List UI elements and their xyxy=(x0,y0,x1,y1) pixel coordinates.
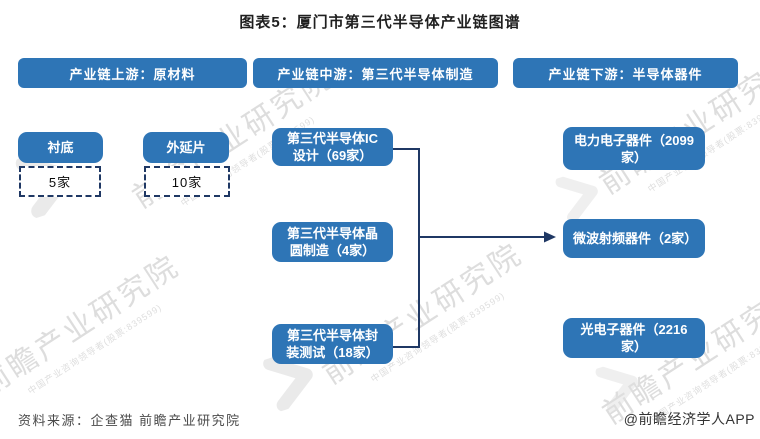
qianzhan-logo-icon xyxy=(595,366,638,413)
header-downstream: 产业链下游：半导体器件 xyxy=(513,58,738,88)
node-epitaxial-wafer-count: 10家 xyxy=(144,166,230,197)
node-epitaxial-wafer: 外延片 xyxy=(143,132,229,163)
watermark-text: 前瞻产业研究院 xyxy=(0,249,186,403)
watermark-subtext: 中国产业咨询领导者(股票:839599) xyxy=(26,302,164,397)
source-note: 资料来源：企查猫 前瞻产业研究院 xyxy=(18,413,241,428)
header-midstream: 产业链中游：第三代半导体制造 xyxy=(253,58,498,88)
app-attribution: @前瞻经济学人APP xyxy=(623,411,755,427)
node-wafer-manufacturing: 第三代半导体晶圆制造（4家） xyxy=(272,222,393,262)
flow-arrow-head xyxy=(544,231,556,243)
node-ic-design: 第三代半导体IC设计（69家） xyxy=(272,128,393,166)
node-substrate-count: 5家 xyxy=(19,166,101,197)
node-optoelectronics: 光电子器件（2216家） xyxy=(563,318,705,358)
node-microwave-rf: 微波射频器件（2家） xyxy=(563,219,705,258)
node-power-electronics: 电力电子器件（2099家） xyxy=(563,127,705,170)
watermark: 前瞻产业研究院 中国产业咨询领导者(股票:839599) xyxy=(0,234,207,425)
qianzhan-logo-icon xyxy=(555,176,598,223)
bracket-line xyxy=(393,148,420,348)
node-substrate: 衬底 xyxy=(18,132,103,163)
node-packaging-testing: 第三代半导体封装测试（18家） xyxy=(272,324,393,364)
header-upstream: 产业链上游：原材料 xyxy=(18,58,247,88)
page-title: 图表5：厦门市第三代半导体产业链图谱 xyxy=(239,14,521,31)
